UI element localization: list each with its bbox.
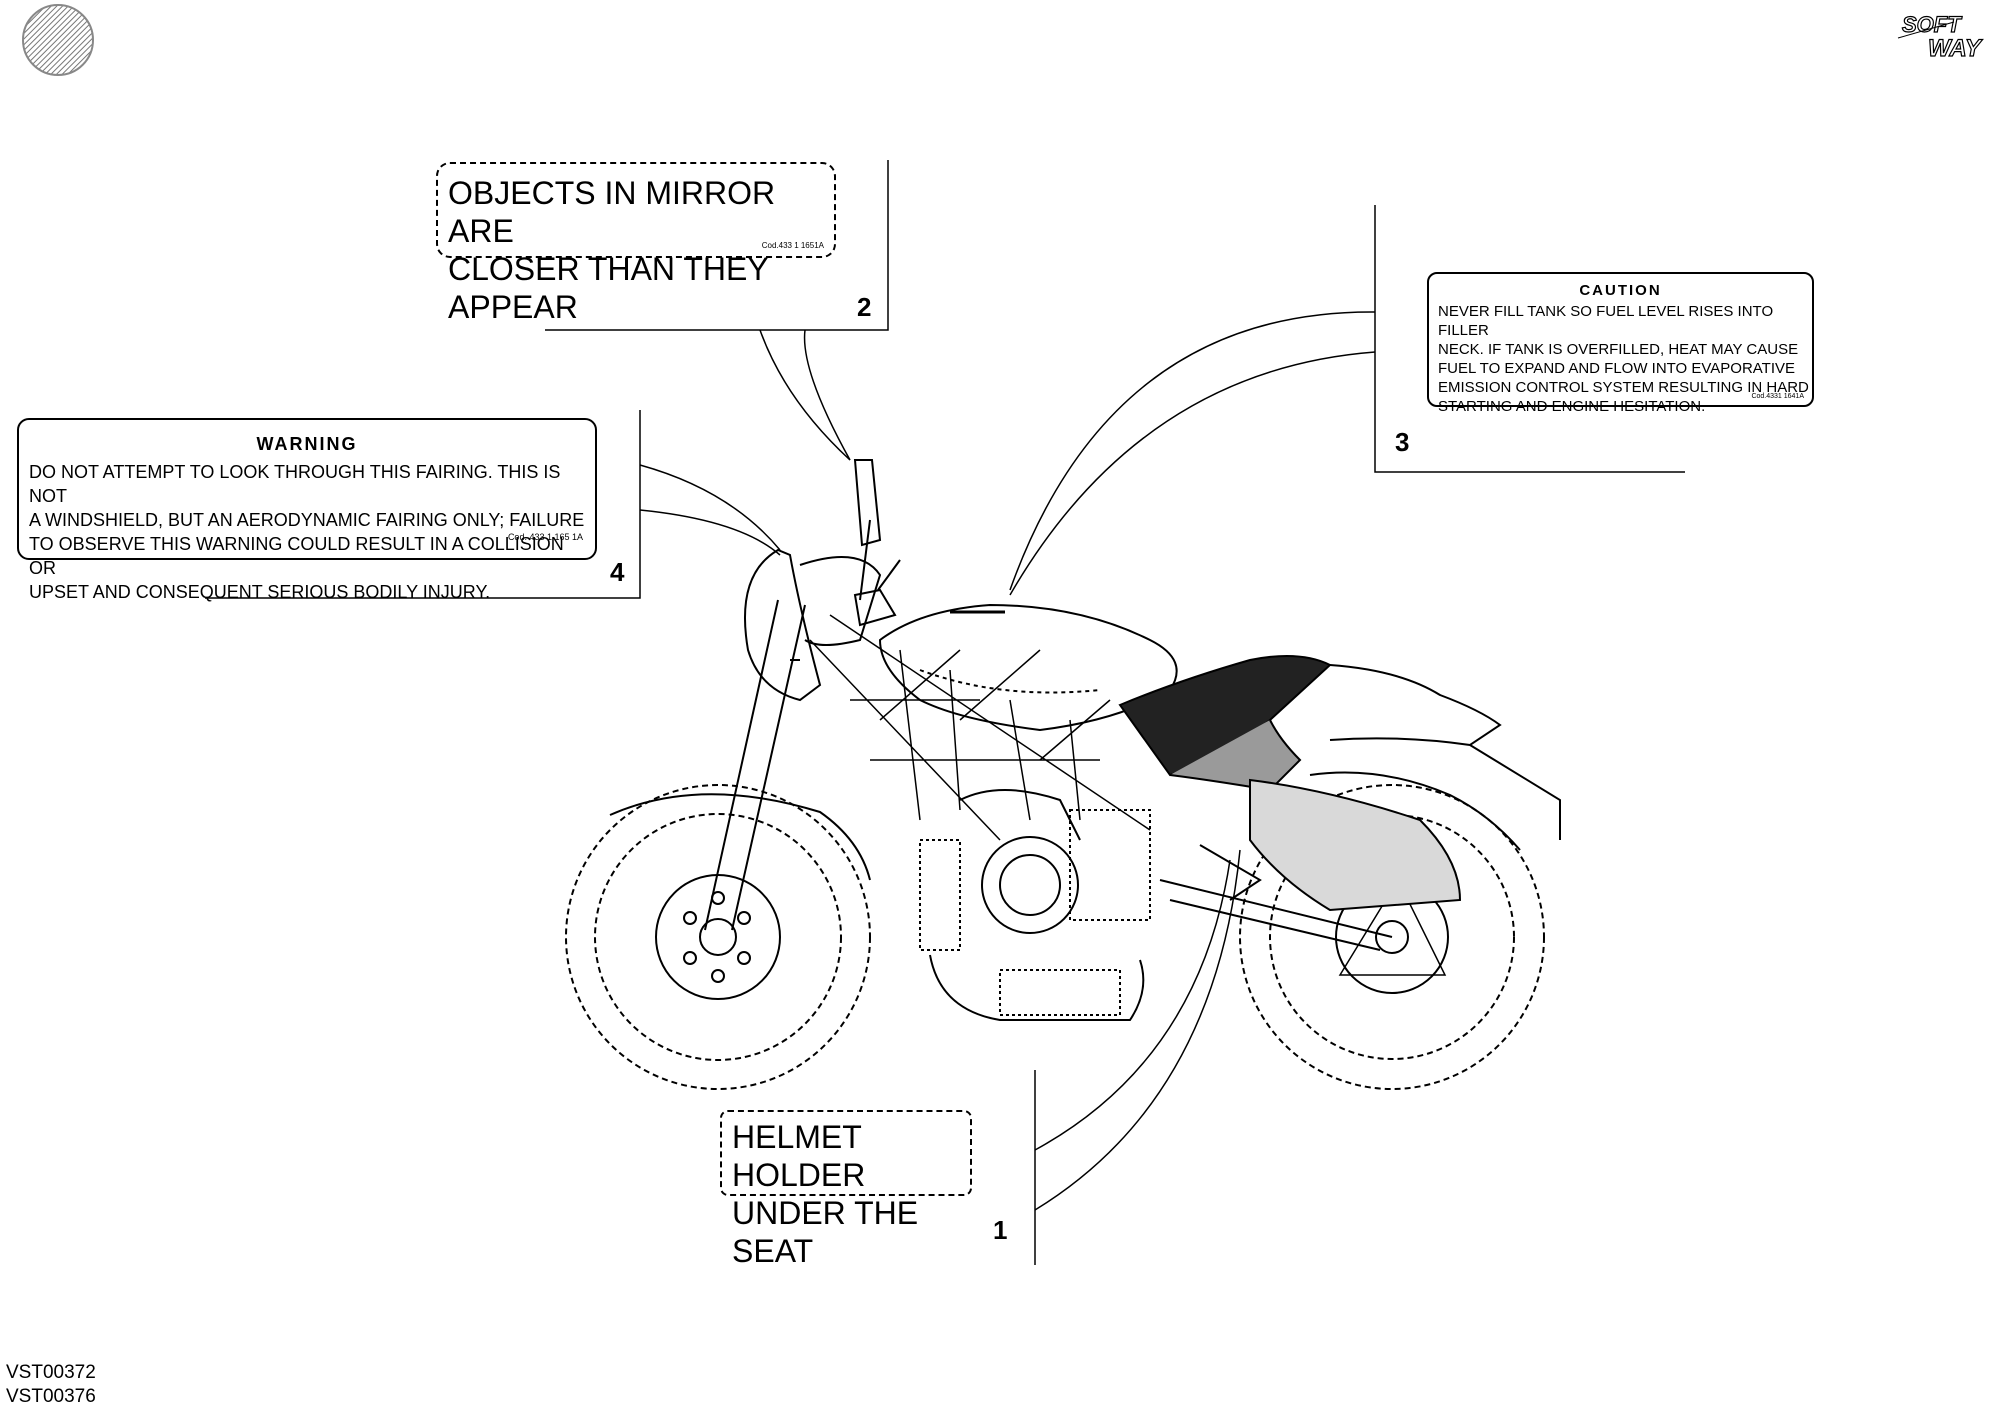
warning-line-1: DO NOT ATTEMPT TO LOOK THROUGH THIS FAIR… [29, 462, 561, 506]
callout-number-3: 3 [1395, 427, 1410, 457]
reference-code-2: VST00376 [6, 1386, 96, 1407]
caution-line-4: EMISSION CONTROL SYSTEM RESULTING IN HAR… [1438, 379, 1809, 396]
swingarm [1159, 879, 1393, 951]
side-panel [1249, 778, 1462, 912]
logo-text-top: SOFT [1902, 12, 1962, 37]
motorcycle-outline [565, 459, 1561, 1090]
mirror-decal-code: Cod.433 1 1651A [761, 241, 824, 250]
caution-line-1: NEVER FILL TANK SO FUEL LEVEL RISES INTO… [1438, 303, 1774, 339]
mirror-decal-line-2: CLOSER THAN THEY APPEAR [448, 251, 769, 325]
rear-mudguard [1309, 771, 1521, 851]
warning-line-3: TO OBSERVE THIS WARNING COULD RESULT IN … [29, 534, 564, 578]
callout-number-2: 2 [857, 292, 872, 322]
front-wheel [565, 784, 871, 1090]
helmet-decal-line-2: UNDER THE SEAT [732, 1195, 919, 1269]
caution-heading: CAUTION [1579, 282, 1662, 299]
caution-line-2: NECK. IF TANK IS OVERFILLED, HEAT MAY CA… [1438, 341, 1799, 358]
callout-number-1: 1 [993, 1215, 1008, 1245]
front-mudguard [609, 793, 871, 881]
fairing-warning-decal: WARNING DO NOT ATTEMPT TO LOOK THROUGH T… [17, 418, 597, 602]
front-fork [704, 599, 806, 931]
headlight-fairing [744, 548, 822, 702]
tail-section [1329, 664, 1502, 747]
corner-hatched-disc-icon [22, 4, 94, 76]
trellis-frame [809, 614, 1151, 841]
leader-lines [205, 160, 1685, 1265]
warning-line-4: UPSET AND CONSEQUENT SERIOUS BODILY INJU… [29, 582, 491, 602]
warning-heading: WARNING [256, 434, 358, 454]
engine [919, 789, 1151, 951]
caution-line-3: FUEL TO EXPAND AND FLOW INTO EVAPORATIVE [1438, 360, 1796, 377]
softway-logo-icon: SOFT WAY [1897, 11, 1983, 63]
caution-decal-code: Cod.4331 1641A [1751, 393, 1804, 400]
mirror [853, 459, 882, 601]
warning-decal-code: Cod. 433 1 165 1A [507, 532, 583, 542]
mirror-warning-decal: OBJECTS IN MIRROR ARE CLOSER THAN THEY A… [436, 162, 836, 325]
fuel-caution-decal: CAUTION NEVER FILL TANK SO FUEL LEVEL RI… [1427, 272, 1814, 415]
mirror-decal-line-1: OBJECTS IN MIRROR ARE [448, 175, 776, 249]
helmet-decal-line-1: HELMET HOLDER [732, 1119, 866, 1193]
warning-line-2: A WINDSHIELD, BUT AN AERODYNAMIC FAIRING… [29, 510, 585, 530]
softway-logo: SOFT WAY [1894, 8, 1992, 63]
handlebar [853, 559, 901, 627]
reference-code-1: VST00372 [6, 1362, 96, 1383]
caution-line-5: STARTING AND ENGINE HESITATION. [1438, 398, 1706, 415]
callout-number-4: 4 [610, 557, 625, 587]
logo-text-bottom: WAY [1928, 35, 1983, 60]
exhaust [929, 954, 1145, 1021]
helmet-holder-decal: HELMET HOLDER UNDER THE SEAT [720, 1110, 972, 1269]
